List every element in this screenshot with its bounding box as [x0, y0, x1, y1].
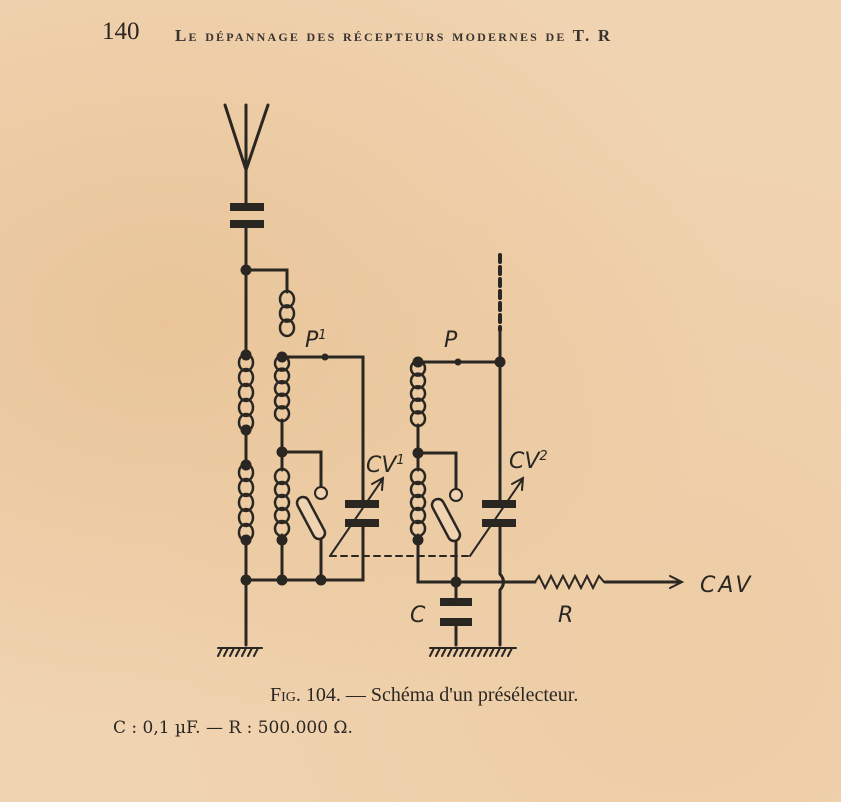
coil-loop: [237, 507, 255, 528]
coil-loop: [409, 410, 427, 428]
coil-loop: [237, 382, 255, 403]
coil-loop: [237, 367, 255, 388]
variable-arrow-cv1: [329, 476, 385, 557]
junction-node: [412, 356, 424, 368]
junction-node: [450, 576, 462, 588]
switch-blade: [430, 497, 462, 543]
resistor-r: [534, 573, 605, 591]
antenna-capacitor-plate: [230, 203, 264, 211]
label-cv1: CV1: [366, 453, 405, 478]
junction-node: [240, 264, 252, 276]
coil-loop: [237, 397, 255, 418]
junction-node: [276, 574, 288, 586]
label-p: P: [444, 328, 458, 353]
label-cav: CAV: [700, 573, 753, 598]
junction-node: [240, 459, 252, 471]
capacitor-c-plate: [440, 618, 472, 626]
wire: [244, 226, 289, 357]
switch-contact: [449, 488, 463, 502]
junction-node: [494, 356, 506, 368]
figure-caption: Fig. 104. — Schéma d'un présélecteur.: [270, 684, 578, 707]
wire: [280, 450, 323, 489]
switch-contact: [314, 486, 328, 500]
junction-node: [412, 447, 424, 459]
variable-arrow-cv2: [469, 476, 525, 557]
coil-loop: [409, 467, 427, 486]
capacitor-cv1-plate: [345, 500, 379, 508]
coil-loop: [409, 397, 427, 415]
label-p1: P1: [305, 328, 327, 353]
running-title: Le dépannage des récepteurs modernes de …: [175, 26, 613, 45]
junction-node: [240, 534, 252, 546]
junction-node: [276, 446, 288, 458]
coil-loop: [409, 480, 427, 499]
capacitor-cv2-plate: [482, 500, 516, 508]
wire: [416, 451, 458, 647]
junction-node: [240, 349, 252, 361]
label-cv2: CV2: [509, 449, 548, 474]
ground-icon: [217, 647, 263, 657]
coil-loop: [237, 477, 255, 498]
switch-blade: [295, 495, 327, 541]
coil-loop: [409, 372, 427, 390]
coil-loop: [278, 289, 296, 309]
ground-icon: [429, 647, 517, 657]
figure-number: Fig. 104.: [270, 684, 341, 706]
junction-node: [276, 534, 288, 546]
label-r: R: [558, 603, 573, 628]
coil-loop: [409, 493, 427, 512]
page-number: 140: [102, 18, 140, 45]
junction-node: [240, 574, 252, 586]
figure-title: — Schéma d'un présélecteur.: [345, 684, 579, 706]
junction-node: [315, 574, 327, 586]
coil-loop: [237, 492, 255, 513]
junction-node: [412, 534, 424, 546]
capacitor-cv2-plate: [482, 519, 516, 527]
coil-loop: [273, 493, 291, 512]
component-values: C : 0,1 µF. — R : 500.000 Ω.: [113, 718, 353, 738]
wire: [244, 355, 365, 582]
coil-loop: [409, 384, 427, 403]
coil-loop: [278, 304, 296, 323]
capacitor-cv1-plate: [345, 519, 379, 527]
antenna-capacitor-plate: [230, 220, 264, 228]
junction-node: [321, 353, 329, 361]
coil-loop: [273, 367, 291, 385]
coil-loop: [273, 506, 291, 525]
coil-loop: [273, 480, 291, 499]
capacitor-c-plate: [440, 598, 472, 606]
arrow-head: [669, 575, 685, 589]
coil-loop: [273, 379, 291, 398]
label-c: C: [410, 603, 426, 628]
coil-loop: [273, 405, 291, 423]
junction-node: [276, 351, 288, 363]
coil-loop: [273, 392, 291, 410]
coil-loop: [273, 467, 291, 486]
antenna-icon: [223, 103, 270, 207]
coil-loop: [278, 318, 296, 338]
coil-loop: [409, 506, 427, 525]
junction-node: [454, 358, 462, 366]
junction-node: [240, 424, 252, 436]
